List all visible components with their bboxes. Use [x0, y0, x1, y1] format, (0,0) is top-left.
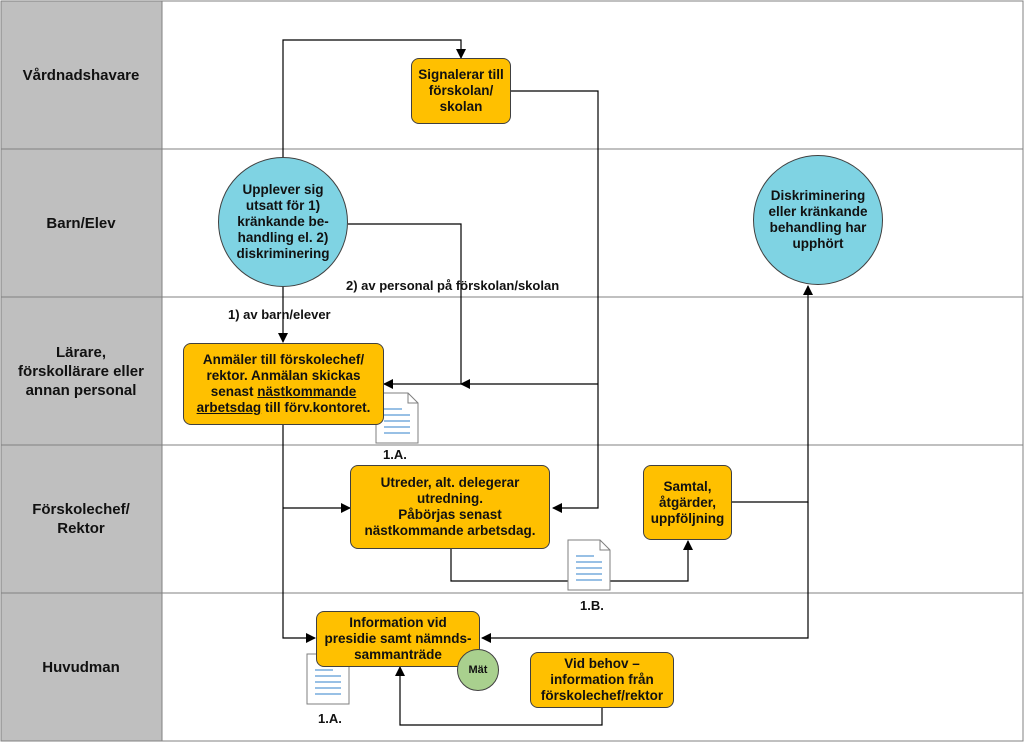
process-samtal: Samtal, åtgärder, uppföljning — [643, 465, 732, 540]
doc-label-1a-huvudman: 1.A. — [318, 711, 342, 726]
edge-label-av-personal: 2) av personal på förskolan/skolan — [346, 278, 560, 293]
process-vid-behov: Vid behov – information från förskoleche… — [530, 652, 674, 708]
lane-separators — [1, 148, 1023, 594]
edge-label-av-barn: 1) av barn/elever — [228, 307, 331, 322]
anmaler-underlined1: nästkommande — [257, 384, 357, 399]
doc-label-1b: 1.B. — [580, 598, 604, 613]
lane-label-vardnadshavare: Vårdnadshavare — [22, 66, 140, 84]
anmaler-underlined2: arbetsdag — [196, 400, 262, 415]
lane-label-barn-elev: Barn/Elev — [46, 214, 116, 232]
event-diskriminering-upphort: Diskriminering eller kränkande behandlin… — [753, 155, 883, 285]
anmaler-line2: rektor. Anmälan skickas — [206, 368, 361, 383]
connectors — [278, 39, 813, 726]
process-signalerar: Signalerar till förskolan/ skolan — [411, 58, 511, 124]
event-upplever: Upplever sig utsatt för 1) kränkande be-… — [218, 157, 348, 287]
lane-label-huvudman: Huvudman — [42, 658, 120, 676]
doc-label-1a: 1.A. — [383, 447, 407, 462]
process-anmaler: Anmäler till förskolechef/ rektor. Anmäl… — [183, 343, 384, 425]
lane-label-larare: Lärare, förskollärare eller annan person… — [18, 343, 144, 399]
document-icon — [567, 539, 611, 591]
anmaler-line4: till förv.kontoret. — [261, 400, 371, 415]
document-icon — [375, 392, 419, 444]
lane-header-column — [1, 1, 162, 741]
measure-mat: Mät — [457, 649, 499, 691]
lane-label-forskolechef: Förskolechef/ Rektor — [32, 501, 130, 537]
process-information: Information vid presidie samt nämnds- sa… — [316, 611, 480, 667]
process-utreder: Utreder, alt. delegerar utredning. Påbör… — [350, 465, 550, 549]
anmaler-line3: senast — [210, 384, 258, 399]
anmaler-line1: Anmäler till förskolechef/ — [202, 352, 365, 367]
